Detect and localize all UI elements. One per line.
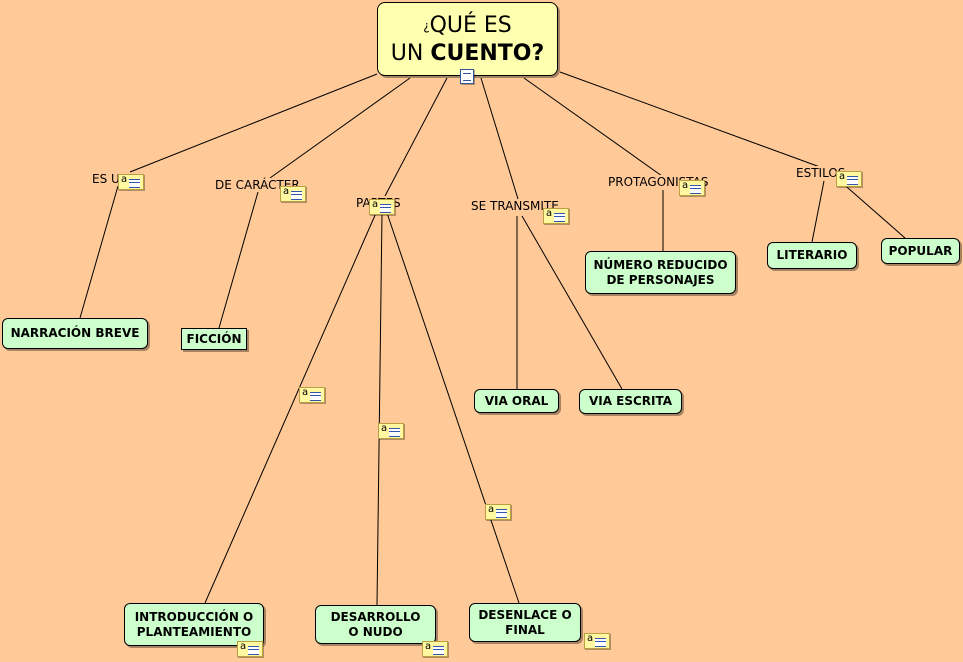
concept-desenlace[interactable]: DESENLACE O FINAL xyxy=(469,603,581,642)
root-prefix: ¿ xyxy=(423,19,430,33)
annotation-note-icon[interactable] xyxy=(584,633,610,649)
concept-label: FICCIÓN xyxy=(186,331,242,346)
connector-root-estilos xyxy=(559,71,821,168)
concept-label: DESENLACE O FINAL xyxy=(478,607,572,637)
annotation-note-icon[interactable] xyxy=(299,387,325,403)
connector-root-protagonistas xyxy=(523,77,663,177)
link-estilos[interactable]: ESTILOS xyxy=(795,166,847,180)
connector-transmite-escrita xyxy=(521,215,623,390)
annotation-note-icon[interactable] xyxy=(485,504,511,520)
connector-caracter-ficcion xyxy=(218,191,259,329)
document-icon[interactable] xyxy=(460,69,474,84)
connector-partes-intro xyxy=(204,212,377,604)
root-line2-bold: CUENTO? xyxy=(430,41,545,66)
concept-literario[interactable]: LITERARIO xyxy=(767,242,857,269)
root-line1: QUÉ ES xyxy=(429,13,512,38)
concept-label: VIA ORAL xyxy=(484,393,549,408)
annotation-note-icon[interactable] xyxy=(237,641,263,657)
concept-narracion-breve[interactable]: NARRACIÓN BREVE xyxy=(2,318,148,349)
connector-estilos-popular xyxy=(839,180,906,239)
connector-root-transmite xyxy=(480,77,519,200)
concept-label: LITERARIO xyxy=(776,248,848,262)
annotation-note-icon[interactable] xyxy=(836,171,862,187)
concept-label: INTRODUCCIÓN O PLANTEAMIENTO xyxy=(134,609,254,639)
connector-root-caracter xyxy=(269,77,411,179)
annotation-note-icon[interactable] xyxy=(543,208,569,224)
concept-desarrollo[interactable]: DESARROLLO O NUDO xyxy=(315,605,436,644)
concept-introduccion[interactable]: INTRODUCCIÓN O PLANTEAMIENTO xyxy=(124,603,264,646)
connector-esun-narracion xyxy=(79,185,119,319)
link-se-transmite[interactable]: SE TRANSMITE xyxy=(470,199,560,213)
concept-label: POPULAR xyxy=(888,243,953,258)
annotation-note-icon[interactable] xyxy=(679,180,705,196)
concept-via-oral[interactable]: VIA ORAL xyxy=(474,389,559,413)
annotation-note-icon[interactable] xyxy=(280,186,306,202)
concept-label: NARRACIÓN BREVE xyxy=(10,326,140,340)
concept-label: VIA ESCRITA xyxy=(588,394,673,408)
concept-label: NÚMERO REDUCIDO DE PERSONAJES xyxy=(593,257,728,287)
root-concept-what-is-a-story[interactable]: ¿QUÉ ES UN CUENTO? xyxy=(377,2,558,76)
annotation-note-icon[interactable] xyxy=(378,423,404,439)
connector-partes-desarrollo xyxy=(376,212,383,606)
connector-root-partes xyxy=(384,77,448,197)
connector-estilos-literario xyxy=(811,180,825,243)
root-line2-normal: UN xyxy=(390,41,424,66)
annotation-note-icon[interactable] xyxy=(118,174,144,190)
connector-partes-desenlace xyxy=(386,212,520,604)
concept-via-escrita[interactable]: VIA ESCRITA xyxy=(579,389,682,414)
connector-root-esun xyxy=(129,73,378,173)
concept-popular[interactable]: POPULAR xyxy=(881,238,960,264)
annotation-note-icon[interactable] xyxy=(422,641,448,657)
concept-label: DESARROLLO O NUDO xyxy=(330,609,421,639)
annotation-note-icon[interactable] xyxy=(369,199,395,215)
concept-numero-reducido[interactable]: NÚMERO REDUCIDO DE PERSONAJES xyxy=(585,251,736,294)
concept-ficcion[interactable]: FICCIÓN xyxy=(181,328,247,350)
